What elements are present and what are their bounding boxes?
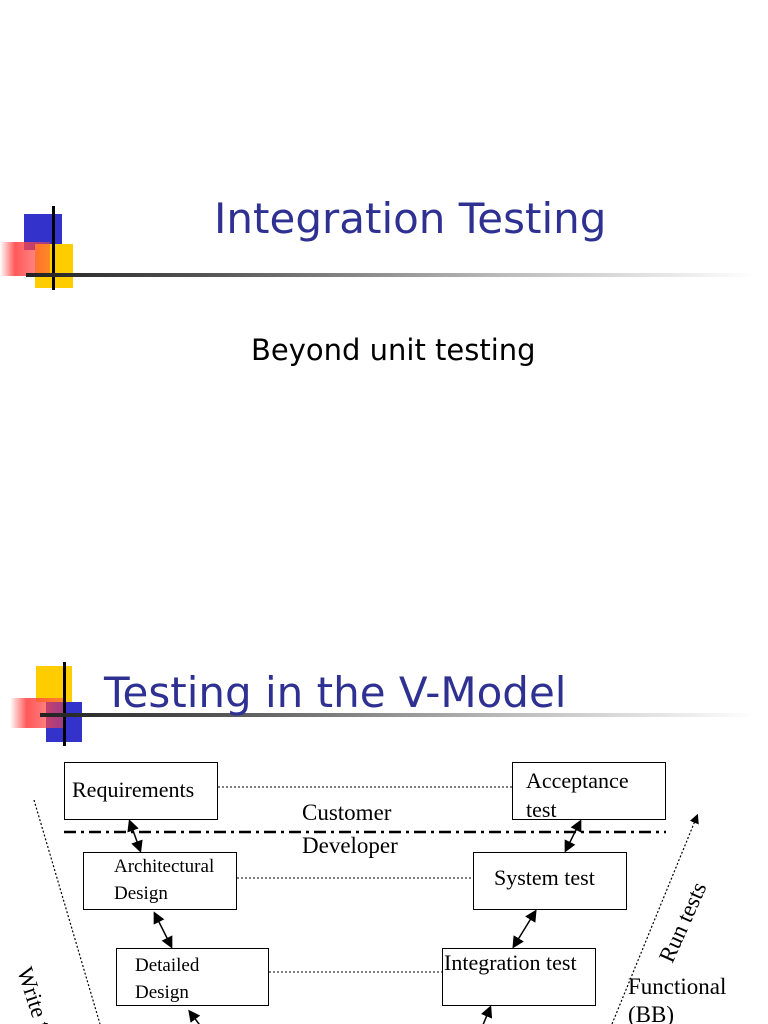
slide-v-model: Testing in the V-Model Requirements Acce… [0, 512, 768, 1024]
title-underline [40, 713, 756, 717]
detailed-label-line1: Detailed [135, 955, 200, 976]
requirements-label: Requirements [72, 777, 195, 802]
functional-label-line2: (BB) [628, 1002, 674, 1024]
write-tests-side-line [33, 799, 101, 1024]
detailed-label-line2: Design [135, 982, 189, 1003]
requirements-box: Requirements [64, 762, 218, 820]
system-test-box: System test [473, 852, 627, 910]
architectural-label-line2: Design [114, 883, 168, 904]
slide-title: Testing in the V-Model [104, 668, 567, 717]
run-tests-side-line [611, 813, 699, 1024]
acceptance-label-line2: test [526, 797, 557, 822]
arrow-architectural-detailed [153, 911, 173, 949]
slide-logo-decoration [0, 200, 110, 310]
customer-label: Customer [302, 800, 392, 825]
detailed-design-box: Detailed Design [116, 948, 269, 1006]
integration-test-label: Integration test [444, 950, 577, 975]
system-test-label: System test [494, 865, 595, 890]
developer-label: Developer [302, 833, 398, 858]
architectural-label-line1: Architectural [114, 856, 215, 877]
page-title: Integration Testing [214, 194, 607, 243]
acceptance-label-line1: Acceptance [526, 768, 629, 793]
architectural-design-box: Architectural Design [83, 852, 237, 910]
arrow-integration-down [481, 1005, 493, 1024]
arrow-acceptance-system [564, 819, 582, 853]
arrow-system-integration [512, 909, 537, 949]
integration-test-box: Integration test [442, 948, 596, 1006]
title-underline [26, 273, 756, 277]
page-subtitle: Beyond unit testing [251, 333, 536, 367]
arrow-detailed-down [188, 1009, 201, 1024]
slide-integration-testing: Integration Testing Beyond unit testing [0, 194, 756, 367]
acceptance-test-box: Acceptance test [512, 762, 666, 822]
v-model-diagram [33, 786, 699, 1024]
functional-label-line1: Functional [628, 974, 727, 999]
arrow-requirements-architectural [127, 819, 143, 853]
